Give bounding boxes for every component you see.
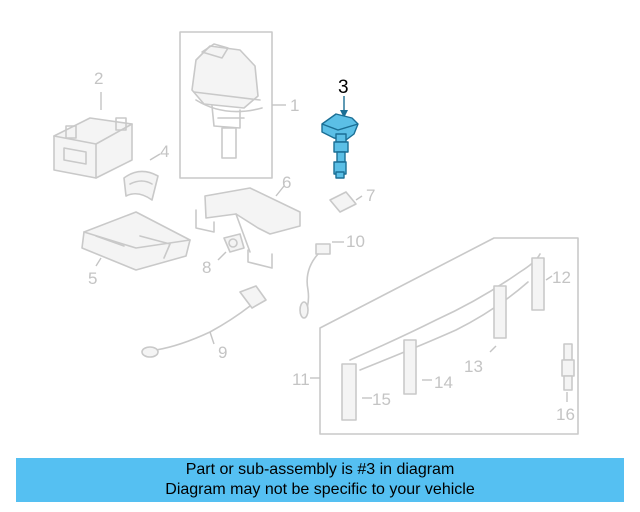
part-4-clip <box>123 170 159 201</box>
part-8-sensor <box>223 233 245 253</box>
callout-11: 11 <box>292 370 310 389</box>
callout-5: 5 <box>88 269 97 288</box>
callout-7: 7 <box>366 186 375 205</box>
callout-3: 3 <box>338 77 349 98</box>
callout-14: 14 <box>434 373 453 392</box>
part-3-ignition-coil-highlighted <box>321 96 359 179</box>
part-6-bracket <box>195 187 301 269</box>
callout-10: 10 <box>346 232 365 251</box>
part-7-plate <box>329 191 357 213</box>
part-16-spark-plug <box>561 343 575 391</box>
callout-13: 13 <box>464 357 483 376</box>
part-11-wire-set <box>319 237 579 435</box>
part-1-assembly <box>179 31 273 179</box>
callout-6: 6 <box>282 173 291 192</box>
callout-9: 9 <box>218 343 227 362</box>
callout-4: 4 <box>160 142 169 161</box>
callout-2: 2 <box>94 69 103 88</box>
part-10-sensor <box>299 243 331 319</box>
part-5-module <box>81 211 191 271</box>
callout-12: 12 <box>552 268 571 287</box>
info-banner: Part or sub-assembly is #3 in diagram Di… <box>16 458 624 502</box>
part-9-wire-sensor <box>141 285 267 358</box>
callout-16: 16 <box>556 405 575 424</box>
callout-15: 15 <box>372 390 391 409</box>
callout-1: 1 <box>290 96 299 115</box>
banner-line-2: Diagram may not be specific to your vehi… <box>165 481 475 498</box>
callout-8: 8 <box>202 258 211 277</box>
parts-diagram: 1 2 4 5 6 7 8 <box>53 31 579 435</box>
part-2-coil-pack <box>53 117 133 179</box>
banner-line-1: Part or sub-assembly is #3 in diagram <box>185 461 455 478</box>
